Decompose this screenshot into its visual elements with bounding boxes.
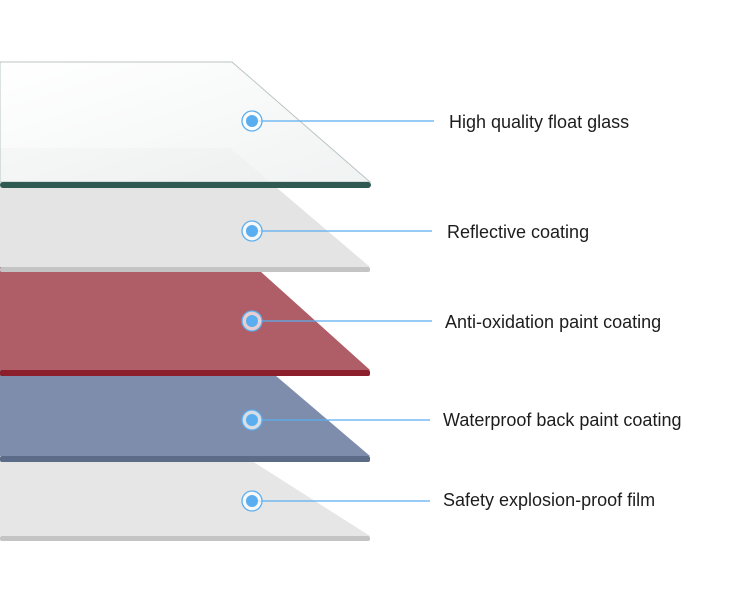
callout-glass <box>241 110 434 132</box>
blue-paint-surface <box>0 364 370 456</box>
film-surface <box>0 447 370 536</box>
layer-red-paint <box>0 262 370 376</box>
red-paint-surface <box>0 262 370 370</box>
marker-dot <box>246 115 258 127</box>
marker-dot <box>246 225 258 237</box>
blue-paint-edge <box>0 456 370 462</box>
layer-blue-paint <box>0 364 370 462</box>
marker-dot <box>246 315 258 327</box>
glass-surface <box>0 61 372 183</box>
layer-film <box>0 447 370 541</box>
marker-dot <box>246 495 258 507</box>
label-waterproof-back-paint: Waterproof back paint coating <box>443 410 682 430</box>
red-paint-edge <box>0 370 370 376</box>
film-edge <box>0 536 370 541</box>
callout-blue-paint <box>241 409 430 431</box>
callout-reflective <box>241 220 432 242</box>
reflective-edge <box>0 267 370 272</box>
label-reflective-coating: Reflective coating <box>447 222 590 242</box>
layer-glass <box>0 61 372 188</box>
label-explosion-proof-film: Safety explosion-proof film <box>443 490 656 510</box>
label-float-glass: High quality float glass <box>449 112 630 132</box>
glass-edge <box>0 182 371 188</box>
marker-dot <box>246 414 258 426</box>
label-anti-oxidation-paint: Anti-oxidation paint coating <box>445 312 662 332</box>
callout-red-paint <box>241 310 432 332</box>
callout-film <box>241 490 430 512</box>
